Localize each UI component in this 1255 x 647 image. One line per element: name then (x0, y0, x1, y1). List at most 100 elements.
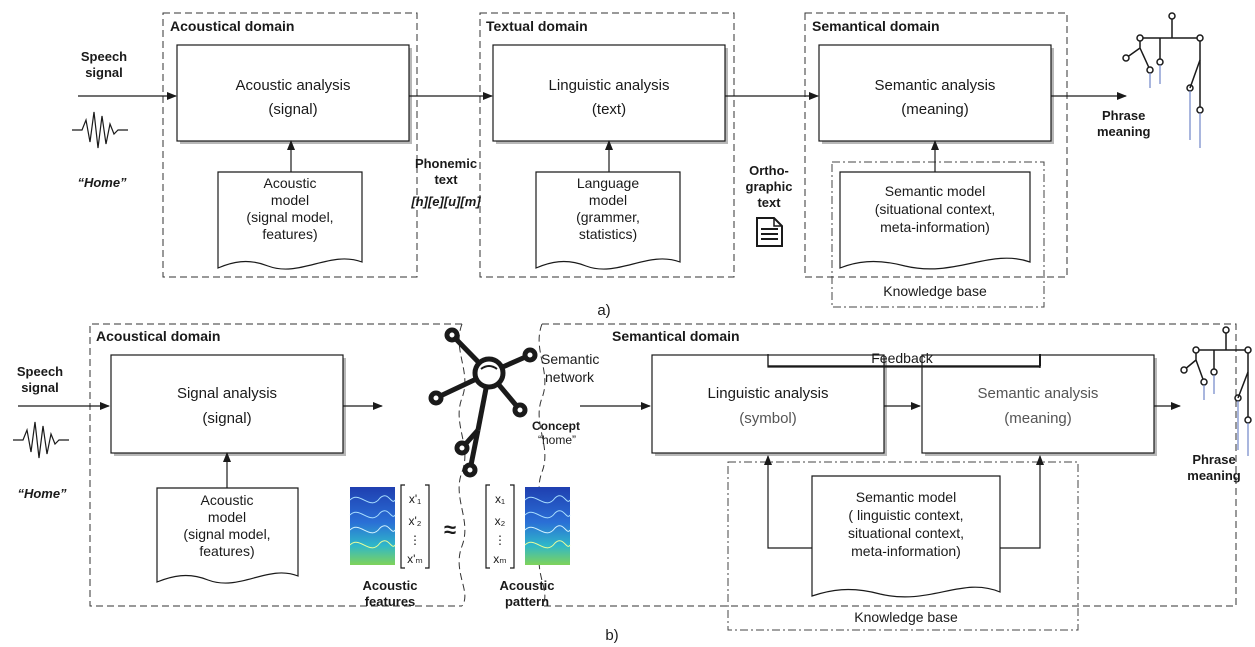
semantic-model-b-line3: situational context, (848, 525, 964, 541)
semantic-analysis-b-line2: (meaning) (1004, 410, 1072, 427)
signal-analysis-line2: (signal) (202, 410, 251, 427)
acoustic-model-line4: features) (262, 226, 317, 242)
phonemic-line1: Phonemic (415, 156, 477, 171)
waveform-icon-b (13, 421, 69, 459)
knowledge-base-frame (831, 161, 1045, 308)
approx-sign: ≈ (444, 517, 456, 542)
parse-tree-icon-b (1180, 326, 1252, 424)
knowledge-base-label-b: Knowledge base (854, 609, 958, 625)
semantic-model-b-line1: Semantic model (856, 489, 956, 505)
semantic-model-line3: meta-information) (880, 219, 990, 235)
linguistic-analysis-box-b (651, 354, 885, 454)
parse-tree-leaf-strokes-b (1203, 375, 1249, 456)
signal-analysis-box (110, 354, 344, 454)
semantic-analysis-b-line1: Semantic analysis (978, 385, 1099, 402)
semantic-model-doc (839, 171, 1031, 270)
signal-label: signal (85, 65, 123, 80)
semantic-analysis-box-b (921, 354, 1155, 454)
language-model-line1: Language (577, 175, 640, 191)
svg-text:⋮: ⋮ (494, 533, 506, 547)
document-icon (756, 217, 783, 247)
phrase-label-b: Phrase (1192, 452, 1235, 467)
wavy-separator-left (458, 323, 466, 607)
phrase-label: Phrase (1102, 108, 1145, 123)
acoustical-domain-frame (162, 12, 418, 278)
semantic-analysis-line1: Semantic analysis (875, 77, 996, 94)
vector-right-xm: xₘ (493, 552, 506, 566)
model-to-linguistic-arrow (764, 455, 812, 549)
signal-label-b: signal (21, 380, 59, 395)
semantic-network-icon (428, 327, 538, 478)
acoustic-model-b-line3: (signal model, (183, 526, 270, 542)
vector-left-x1: x'₁ (409, 492, 421, 506)
vector-right-x2: x₂ (495, 514, 506, 528)
acoustic-model-line3: (signal model, (246, 209, 333, 225)
semantical-domain-frame-b (542, 323, 1237, 607)
concept-line2: “home” (538, 433, 576, 447)
knowledge-base-frame-b (727, 461, 1079, 631)
panel-a: Acoustical domain Textual domain Semanti… (72, 12, 1204, 319)
signal-analysis-line1: Signal analysis (177, 385, 277, 402)
semantical-domain-title-b: Semantical domain (612, 328, 740, 344)
acoustic-features-line1: Acoustic (363, 578, 418, 593)
speech-label: Speech (81, 49, 127, 64)
linguistic-analysis-line2: (text) (592, 101, 626, 118)
acoustic-model-line2: model (271, 192, 309, 208)
orthographic-line3: text (757, 195, 781, 210)
orthographic-line1: Ortho- (749, 163, 789, 178)
linguistic-analysis-b-line1: Linguistic analysis (708, 385, 829, 402)
linguistic-analysis-line1: Linguistic analysis (549, 77, 670, 94)
vector-left-x2: x'₂ (409, 514, 422, 528)
word-label-b: “Home” (17, 486, 67, 501)
language-model-line3: (grammer, (576, 209, 640, 225)
language-model-doc (535, 171, 681, 270)
orthographic-line2: graphic (746, 179, 793, 194)
acoustic-model-doc-b (156, 487, 299, 584)
feedback-visible (768, 355, 1041, 367)
speech-label-b: Speech (17, 364, 63, 379)
semantic-model-b-line4: meta-information) (851, 543, 961, 559)
acoustical-domain-frame-b (89, 323, 462, 607)
waveform-icon (72, 111, 128, 149)
acoustic-analysis-line1: Acoustic analysis (235, 77, 350, 94)
acoustic-features-line2: features (365, 594, 416, 609)
vector-right: x₁ x₂ ⋮ xₘ (485, 484, 515, 569)
phonemic-line3: [h][e][u][m] (410, 194, 481, 209)
acoustic-model-b-line4: features) (199, 543, 254, 559)
acoustic-analysis-line2: (signal) (268, 101, 317, 118)
panel-b: Acoustical domain Semantical domain Spee… (13, 323, 1252, 644)
concept-line1: Concept (532, 419, 580, 433)
meaning-label: meaning (1097, 124, 1151, 139)
vector-left: x'₁ x'₂ ⋮ x'ₘ (400, 484, 430, 569)
textual-domain-title: Textual domain (486, 18, 588, 34)
meaning-label-b: meaning (1187, 468, 1241, 483)
semantic-model-doc-b (811, 475, 1001, 598)
vector-left-xm: x'ₘ (407, 552, 423, 566)
semantic-model-line2: (situational context, (875, 201, 996, 217)
semantic-model-line1: Semantic model (885, 183, 985, 199)
parse-tree-leaf-strokes (1149, 65, 1201, 148)
textual-domain-frame (479, 12, 735, 278)
acoustic-model-b-line1: Acoustic (201, 492, 254, 508)
caption-b: b) (605, 627, 618, 644)
vector-right-x1: x₁ (495, 492, 505, 506)
acoustic-analysis-box (176, 44, 410, 142)
semantical-domain-frame (804, 12, 1068, 278)
acoustic-pattern-line1: Acoustic (500, 578, 555, 593)
acoustic-model-b-line2: model (208, 509, 246, 525)
semantical-domain-title: Semantical domain (812, 18, 940, 34)
semantic-network-line1: Semantic (541, 351, 599, 367)
word-label: “Home” (77, 175, 127, 190)
acoustic-pattern-line2: pattern (505, 594, 549, 609)
linguistic-analysis-box (492, 44, 726, 142)
parse-tree-icon (1122, 12, 1204, 114)
model-to-semantic-arrow (1000, 455, 1044, 549)
semantic-network-line2: network (545, 369, 595, 385)
linguistic-analysis-b-line2: (symbol) (739, 410, 797, 427)
language-model-line2: model (589, 192, 627, 208)
spectrogram-right (524, 487, 571, 565)
acoustic-model-line1: Acoustic (264, 175, 317, 191)
acoustic-model-doc (217, 171, 363, 270)
spectrogram-left (349, 487, 396, 565)
